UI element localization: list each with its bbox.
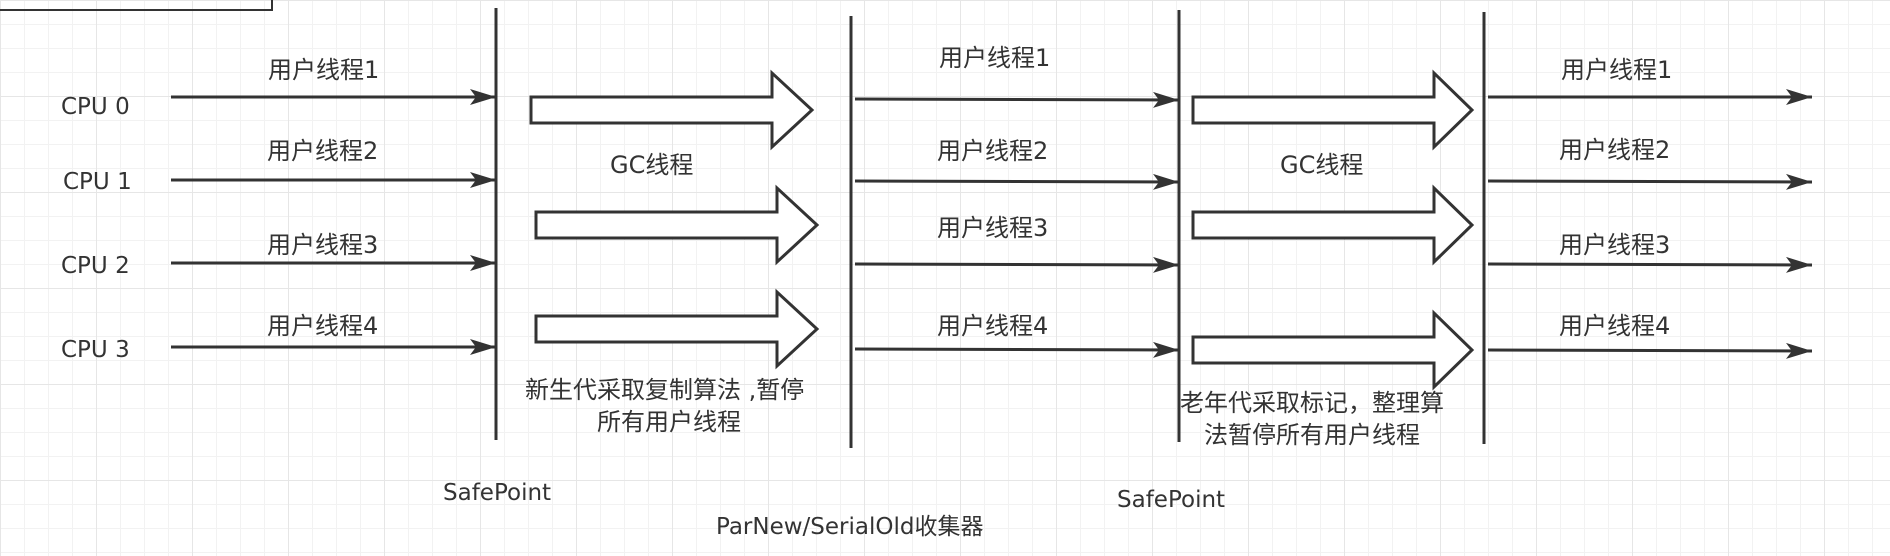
thread-label-4: 用户线程4 <box>937 312 1048 340</box>
thread-arrow-2 <box>854 173 1180 190</box>
phase1-user-threads: 用户线程1 用户线程2 用户线程3 用户线程4 <box>171 56 496 355</box>
thread-label-3: 用户线程3 <box>267 231 378 259</box>
phase4-gc-threads: GC线程 老年代采取标记，整理算 法暂停所有用户线程 <box>1180 69 1475 449</box>
thread-label-4: 用户线程4 <box>267 312 378 340</box>
gc-block-arrow-1 <box>1191 69 1475 151</box>
gc-block-arrow-3 <box>534 288 820 370</box>
cpu-label-0: CPU 0 <box>61 94 130 120</box>
safepoint-label-left: SafePoint <box>443 480 551 506</box>
cpu-label-2: CPU 2 <box>61 253 130 279</box>
gc-block-arrow-2 <box>534 184 820 266</box>
clipped-box <box>0 0 273 11</box>
thread-arrow-2 <box>1487 173 1813 190</box>
gc-thread-label-1: GC线程 <box>610 151 693 179</box>
young-gen-note-line-2: 所有用户线程 <box>597 408 741 436</box>
young-gen-note-line-1: 新生代采取复制算法 ,暂停 <box>525 376 804 404</box>
thread-arrow-4 <box>854 341 1180 358</box>
thread-arrow-3 <box>854 256 1180 273</box>
thread-label-3: 用户线程3 <box>1559 231 1670 259</box>
thread-label-3: 用户线程3 <box>937 214 1048 242</box>
cpu-label-1: CPU 1 <box>63 169 132 195</box>
gc-block-arrow-1 <box>529 69 815 151</box>
thread-label-1: 用户线程1 <box>268 56 379 84</box>
diagram-caption: ParNew/SerialOld收集器 <box>716 514 983 540</box>
phase3-user-threads: 用户线程1 用户线程2 用户线程3 用户线程4 <box>854 44 1180 358</box>
safepoint-label-right: SafePoint <box>1117 487 1225 513</box>
thread-arrow-3 <box>1487 256 1813 273</box>
old-gen-note-line-1: 老年代采取标记，整理算 <box>1180 389 1444 417</box>
thread-arrow-1 <box>854 91 1180 108</box>
thread-label-1: 用户线程1 <box>939 44 1050 72</box>
old-gen-note-line-2: 法暂停所有用户线程 <box>1204 421 1420 449</box>
thread-label-4: 用户线程4 <box>1559 312 1670 340</box>
gc-block-arrow-3 <box>1191 309 1475 391</box>
gc-thread-label-2: GC线程 <box>1280 151 1363 179</box>
thread-arrow-4 <box>1487 342 1813 359</box>
phase5-user-threads: 用户线程1 用户线程2 用户线程3 用户线程4 <box>1487 56 1813 359</box>
gc-block-arrow-2 <box>1191 184 1475 266</box>
thread-label-1: 用户线程1 <box>1561 56 1672 84</box>
thread-label-2: 用户线程2 <box>267 137 378 165</box>
cpu-label-3: CPU 3 <box>61 337 130 363</box>
thread-label-2: 用户线程2 <box>1559 136 1670 164</box>
thread-label-2: 用户线程2 <box>937 137 1048 165</box>
phase2-gc-threads: GC线程 新生代采取复制算法 ,暂停 所有用户线程 <box>525 69 820 436</box>
